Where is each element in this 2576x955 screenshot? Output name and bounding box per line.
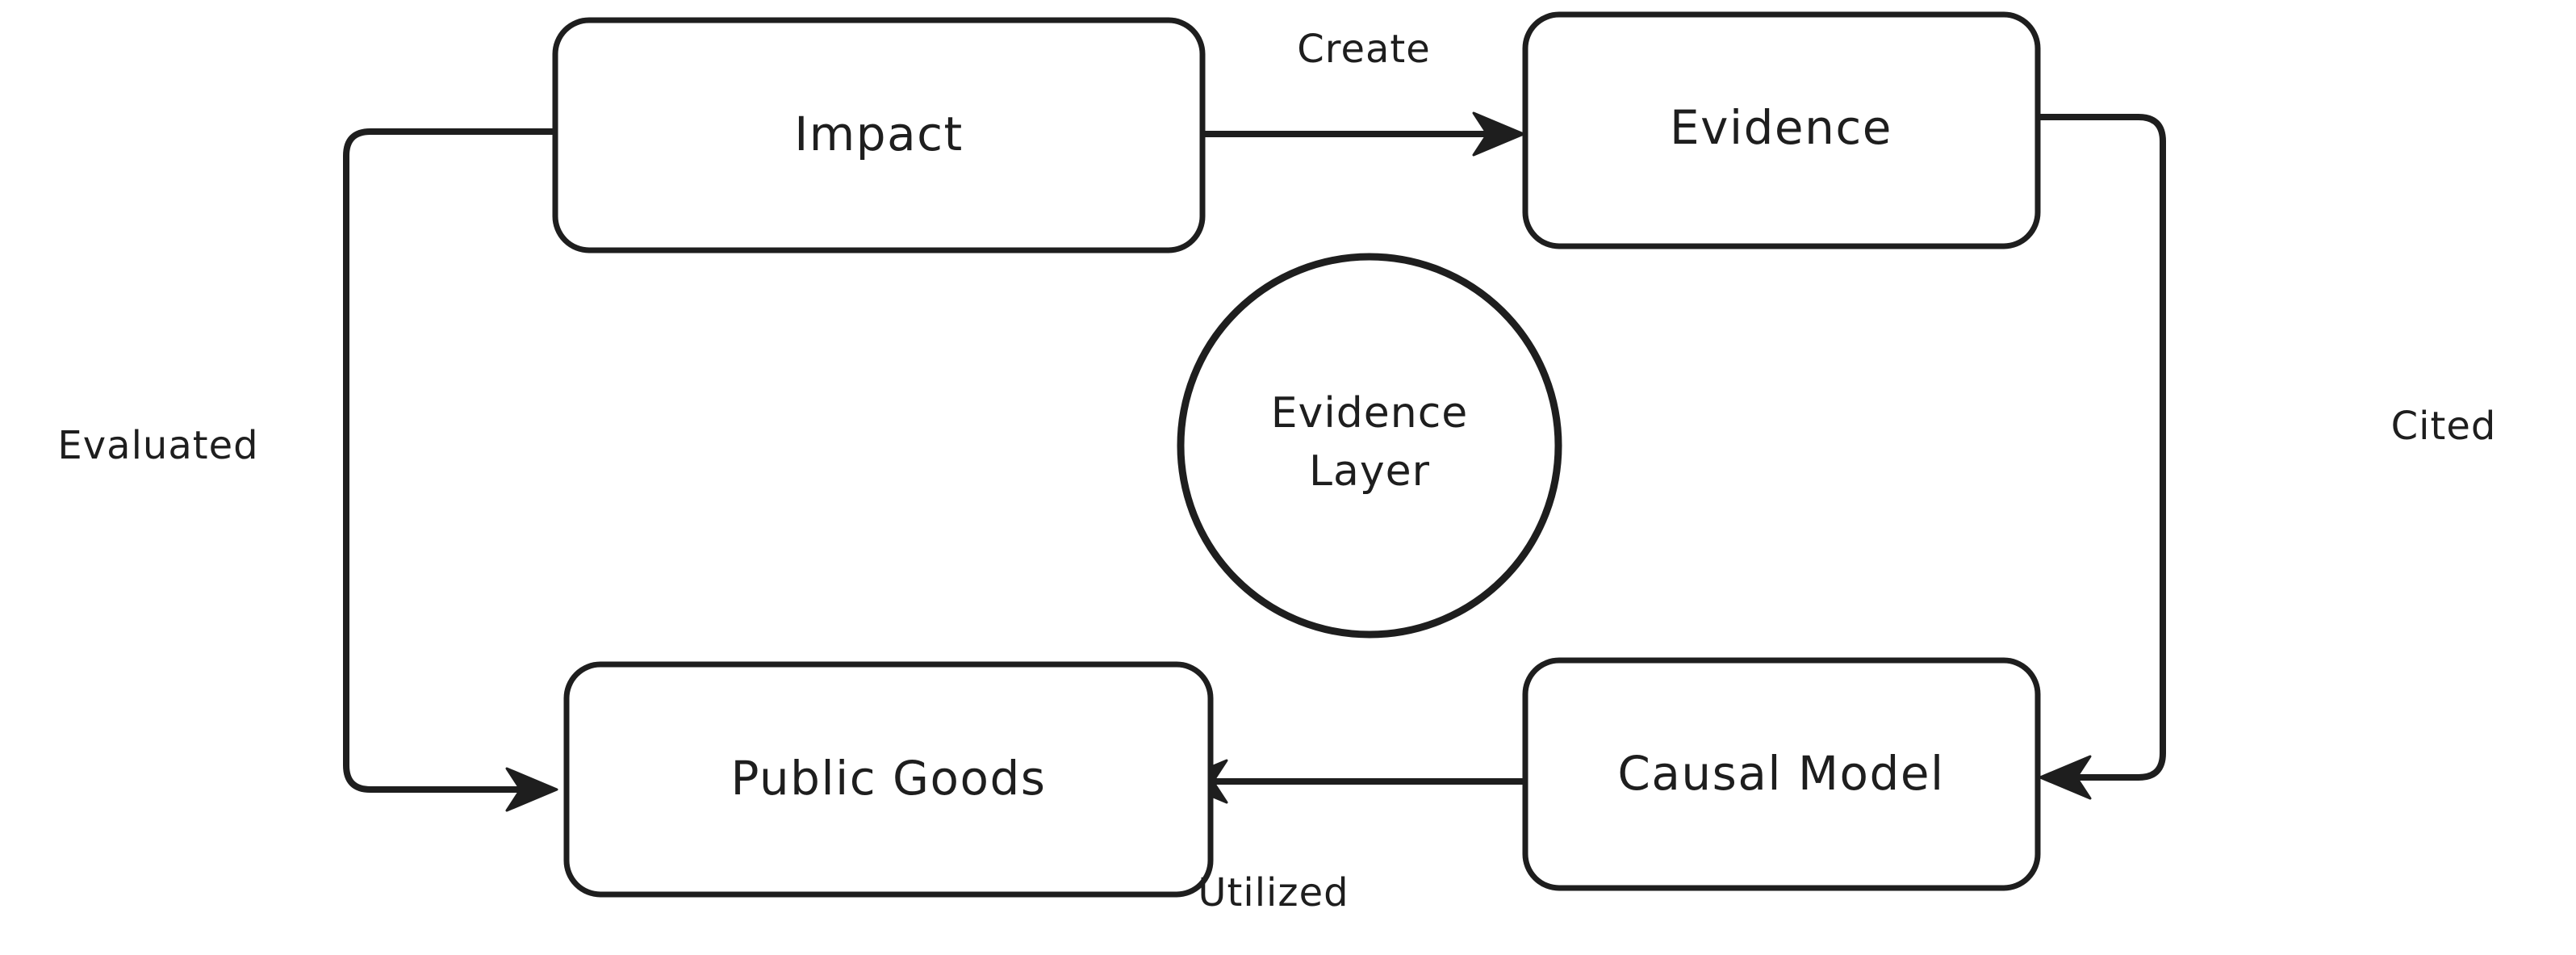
node-evidence-layer[interactable]: Evidence Layer: [1177, 253, 1562, 639]
edge-label-evaluated: Evaluated: [57, 423, 258, 468]
edge-evaluated-path: [343, 128, 558, 793]
node-evidence[interactable]: Evidence: [1522, 11, 2041, 249]
node-evidence-layer-label-line1: Evidence: [1271, 389, 1469, 438]
node-causal-model-shape[interactable]: [1522, 657, 2041, 891]
edge-cited-arrowhead: [2039, 755, 2092, 800]
node-evidence-layer-shape[interactable]: [1177, 253, 1562, 639]
node-causal-model-label: Causal Model: [1617, 746, 1944, 801]
node-evidence-shape[interactable]: [1522, 11, 2041, 249]
node-impact[interactable]: Impact: [552, 17, 1206, 253]
node-impact-label: Impact: [794, 107, 964, 161]
edge-label-utilized: Utilized: [1198, 870, 1349, 915]
node-evidence-layer-label-line2: Layer: [1309, 447, 1430, 496]
node-evidence-label: Evidence: [1670, 100, 1892, 155]
node-impact-shape[interactable]: [552, 17, 1206, 253]
node-causal-model[interactable]: Causal Model: [1522, 657, 2041, 891]
node-public-goods[interactable]: Public Goods: [563, 661, 1214, 898]
edge-label-create: Create: [1297, 27, 1431, 72]
edge-label-cited: Cited: [2391, 404, 2497, 449]
node-public-goods-label: Public Goods: [730, 751, 1046, 806]
node-public-goods-shape[interactable]: [563, 661, 1214, 898]
edge-evaluated-arrowhead: [505, 767, 558, 812]
edge-cited-path: [2034, 114, 2166, 781]
edge-create-arrowhead: [1472, 111, 1525, 157]
